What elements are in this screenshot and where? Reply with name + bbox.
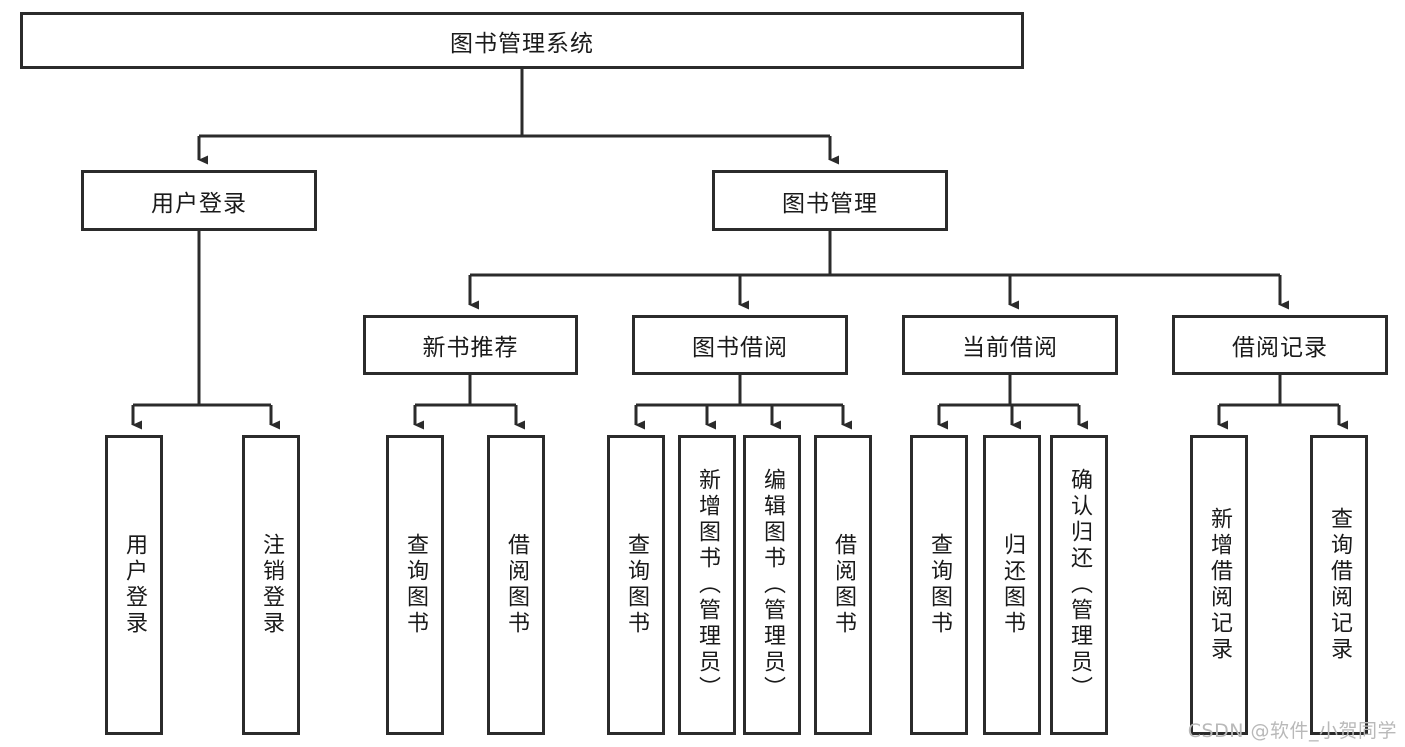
leaf-add-book-admin-label: 新增图书（管理员） [695,468,720,702]
node-book-borrow-label: 图书借阅 [692,335,788,361]
node-borrow-record-label: 借阅记录 [1232,335,1328,361]
leaf-add-book-admin[interactable]: 新增图书（管理员） [678,435,736,735]
node-current-borrow[interactable]: 当前借阅 [902,315,1118,375]
leaf-query-book-current[interactable]: 查询图书 [910,435,968,735]
node-borrow-record[interactable]: 借阅记录 [1172,315,1388,375]
node-user-login-label: 用户登录 [151,190,247,217]
leaf-query-book-borrow[interactable]: 查询图书 [607,435,665,735]
leaf-borrow-book-label: 借阅图书 [831,533,856,637]
leaf-query-book-borrow-label: 查询图书 [624,533,649,637]
leaf-edit-book-admin[interactable]: 编辑图书（管理员） [743,435,801,735]
watermark: CSDN @软件_小贺同学 [1187,720,1397,742]
node-root-label: 图书管理系统 [450,30,594,57]
leaf-logout[interactable]: 注销登录 [242,435,300,735]
node-current-borrow-label: 当前借阅 [962,335,1058,361]
leaf-query-book-current-label: 查询图书 [927,533,952,637]
leaf-confirm-return-admin-label: 确认归还（管理员） [1067,468,1092,702]
leaf-return-book[interactable]: 归还图书 [983,435,1041,735]
leaf-confirm-return-admin[interactable]: 确认归还（管理员） [1050,435,1108,735]
leaf-logout-label: 注销登录 [259,533,284,637]
leaf-query-borrow-record[interactable]: 查询借阅记录 [1310,435,1368,735]
leaf-return-book-label: 归还图书 [1000,533,1025,637]
leaf-borrow-book-recommend-label: 借阅图书 [504,533,529,637]
leaf-query-book-recommend-label: 查询图书 [403,533,428,637]
leaf-query-borrow-record-label: 查询借阅记录 [1327,507,1352,663]
leaf-add-borrow-record[interactable]: 新增借阅记录 [1190,435,1248,735]
node-new-book-recommend-label: 新书推荐 [422,335,519,361]
node-book-borrow[interactable]: 图书借阅 [632,315,848,375]
node-user-login[interactable]: 用户登录 [81,170,317,231]
leaf-query-book-recommend[interactable]: 查询图书 [386,435,444,735]
leaf-user-login[interactable]: 用户登录 [105,435,163,735]
node-book-management-label: 图书管理 [782,190,878,217]
leaf-add-borrow-record-label: 新增借阅记录 [1207,507,1232,663]
leaf-user-login-label: 用户登录 [122,533,147,637]
leaf-borrow-book[interactable]: 借阅图书 [814,435,872,735]
node-book-management[interactable]: 图书管理 [712,170,948,231]
node-new-book-recommend[interactable]: 新书推荐 [363,315,578,375]
leaf-borrow-book-recommend[interactable]: 借阅图书 [487,435,545,735]
node-root[interactable]: 图书管理系统 [20,12,1024,69]
leaf-edit-book-admin-label: 编辑图书（管理员） [760,468,785,702]
